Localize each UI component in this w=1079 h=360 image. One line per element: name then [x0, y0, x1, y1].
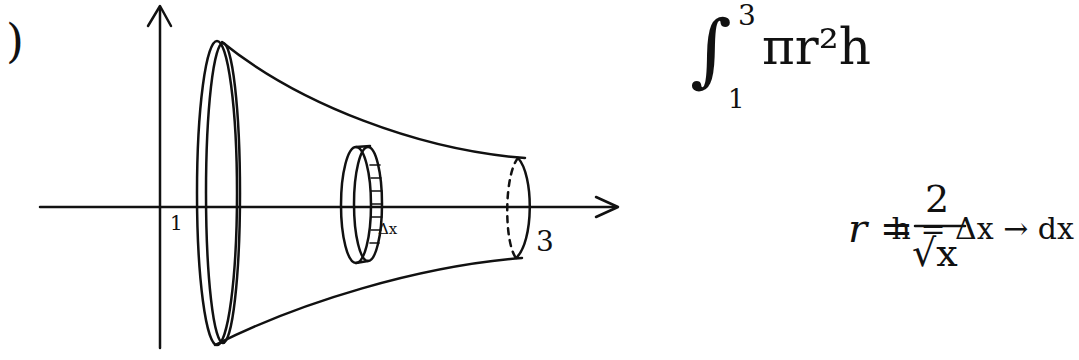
hidden-edge — [507, 158, 518, 258]
height-label: h = Δx → dx — [892, 214, 1074, 244]
slice-disk — [341, 147, 371, 263]
slice-thickness: Δx — [378, 222, 397, 237]
upper-limit: 3 — [738, 2, 756, 30]
integral-sign: ∫ — [690, 10, 732, 90]
lower-limit: 1 — [728, 86, 745, 112]
upper-profile — [222, 42, 525, 158]
y-axis — [159, 8, 162, 348]
slice-edge — [356, 261, 368, 263]
part-marker: ) — [6, 18, 24, 64]
numerator: 2 — [925, 180, 949, 218]
large-end-disk — [197, 41, 237, 345]
large-end-disk — [206, 43, 240, 343]
slice-disk — [354, 147, 382, 261]
lower-profile — [215, 258, 522, 345]
slice-edge — [356, 146, 370, 147]
axis-tick-label: 1 — [170, 213, 183, 233]
small-end-disk — [516, 158, 530, 258]
axis-tick-label: 3 — [536, 228, 554, 256]
integrand: πr²h — [762, 22, 871, 72]
axis-arrowhead — [596, 197, 618, 217]
axis-arrowhead — [148, 6, 171, 26]
